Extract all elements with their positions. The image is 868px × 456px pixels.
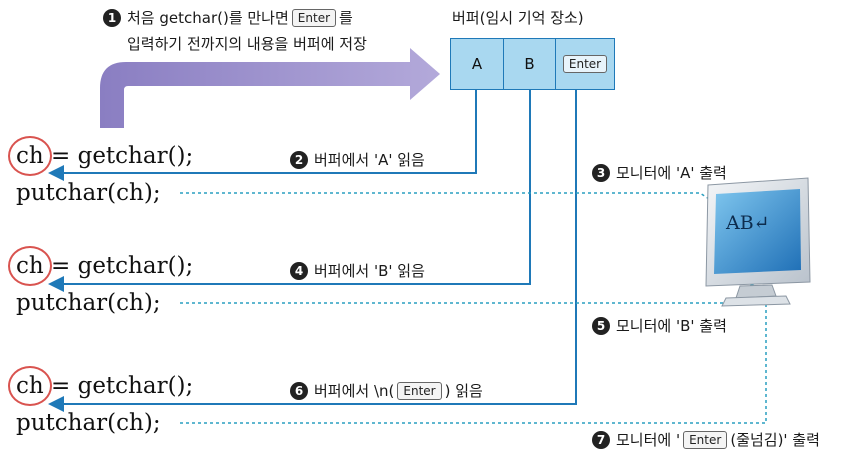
step1-text-a: 처음 getchar()를 만나면 — [127, 9, 289, 27]
code-getchar-3: ch = getchar(); — [16, 373, 194, 399]
ch-circle-2 — [8, 246, 52, 286]
read-arrow-b — [48, 88, 531, 292]
output-line-enter — [180, 288, 772, 424]
buffer-cell-enter: Enter — [555, 38, 615, 90]
code-putchar-3: putchar(ch); — [16, 410, 161, 436]
step3-number: 3 — [592, 164, 610, 182]
buffer-cell-b: B — [503, 38, 556, 90]
step1-line2: 입력하기 전까지의 내용을 버퍼에 저장 — [127, 35, 367, 53]
read-arrow-enter — [48, 88, 577, 412]
step7-number: 7 — [592, 431, 610, 449]
step1-enter-key: Enter — [291, 9, 337, 27]
code-getchar-1: ch = getchar(); — [16, 143, 194, 169]
step6-enter-key: Enter — [397, 382, 442, 400]
step6-number: 6 — [290, 382, 308, 400]
step1-number: 1 — [103, 9, 121, 27]
output-line-a — [180, 192, 732, 214]
monitor-icon — [705, 177, 811, 307]
code-putchar-2: putchar(ch); — [16, 290, 161, 316]
step7-enter-key: Enter — [683, 431, 728, 449]
step1-text-b: 를 — [339, 9, 353, 27]
buffer-title: 버퍼(임시 기억 장소) — [452, 9, 584, 27]
buffer-cell-a: A — [450, 38, 504, 90]
step5-number: 5 — [592, 317, 610, 335]
buffer-enter-key: Enter — [562, 55, 608, 73]
ch-circle-3 — [8, 366, 52, 406]
monitor-screen-text: AB↵ — [726, 212, 770, 234]
code-putchar-1: putchar(ch); — [16, 180, 161, 206]
ch-circle-1 — [8, 136, 52, 176]
read-arrow-a — [48, 88, 477, 181]
step2-number: 2 — [290, 151, 308, 169]
output-line-b — [180, 281, 758, 304]
step4-number: 4 — [290, 262, 308, 280]
code-getchar-2: ch = getchar(); — [16, 253, 194, 279]
store-arrow — [100, 48, 440, 128]
